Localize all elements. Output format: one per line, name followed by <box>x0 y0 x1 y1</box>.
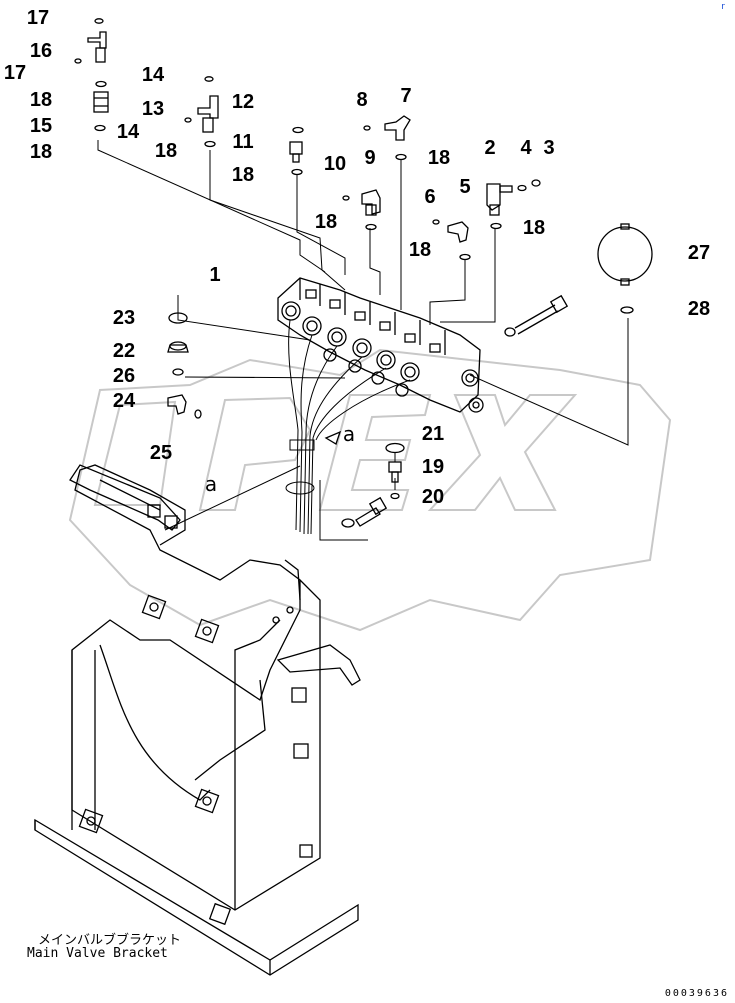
fittings-upper-left <box>74 18 304 176</box>
callout-17-lower: 17 <box>3 62 27 84</box>
caption-japanese: メインバルブブラケット <box>38 933 182 948</box>
accumulator <box>597 223 653 314</box>
view-mark-a-right: a <box>342 422 356 446</box>
callout-20: 20 <box>421 486 445 508</box>
callout-1: 1 <box>209 264 221 286</box>
callout-21: 21 <box>421 423 445 445</box>
callout-18-c: 18 <box>154 140 178 162</box>
callout-18-b: 18 <box>29 141 53 163</box>
main-valve-bracket <box>34 464 361 976</box>
callout-23: 23 <box>112 307 136 329</box>
fittings-lower-middle <box>324 430 405 528</box>
callout-3: 3 <box>543 137 555 159</box>
callout-14-top: 14 <box>141 64 165 86</box>
callout-18-h: 18 <box>408 239 432 261</box>
callout-16: 16 <box>29 40 53 62</box>
valve-mounting-bolt <box>504 294 569 337</box>
corner-mark: r <box>721 2 725 12</box>
callout-19: 19 <box>421 456 445 478</box>
hose-bundle <box>285 319 411 535</box>
callout-18-e: 18 <box>427 147 451 169</box>
callout-17-top: 17 <box>26 7 50 29</box>
callout-18-g: 18 <box>522 217 546 239</box>
callout-2: 2 <box>484 137 496 159</box>
callout-12: 12 <box>231 91 255 113</box>
callout-25: 25 <box>149 442 173 464</box>
callout-18-a: 18 <box>29 89 53 111</box>
callout-18-f: 18 <box>314 211 338 233</box>
callout-15: 15 <box>29 115 53 137</box>
callout-18-d: 18 <box>231 164 255 186</box>
callout-7: 7 <box>400 85 412 107</box>
callout-10: 10 <box>323 153 347 175</box>
callout-27: 27 <box>687 242 711 264</box>
linework <box>34 18 653 976</box>
callout-13: 13 <box>141 98 165 120</box>
callout-8: 8 <box>356 89 368 111</box>
callout-26: 26 <box>112 365 136 387</box>
caption-english: Main Valve Bracket <box>27 946 168 961</box>
callout-24: 24 <box>112 390 136 412</box>
callout-5: 5 <box>459 176 471 198</box>
callout-14-lower: 14 <box>116 121 140 143</box>
fittings-left <box>167 312 202 419</box>
leader-lines <box>97 140 629 541</box>
callout-9: 9 <box>364 147 376 169</box>
view-mark-a-left: a <box>204 472 218 496</box>
callout-28: 28 <box>687 298 711 320</box>
callout-22: 22 <box>112 340 136 362</box>
fittings-upper-right <box>342 115 541 261</box>
callout-4: 4 <box>520 137 532 159</box>
callout-11: 11 <box>232 131 254 153</box>
callout-6: 6 <box>424 186 436 208</box>
drawing-number: 00039636 <box>664 988 729 999</box>
watermark-logo <box>68 348 672 632</box>
